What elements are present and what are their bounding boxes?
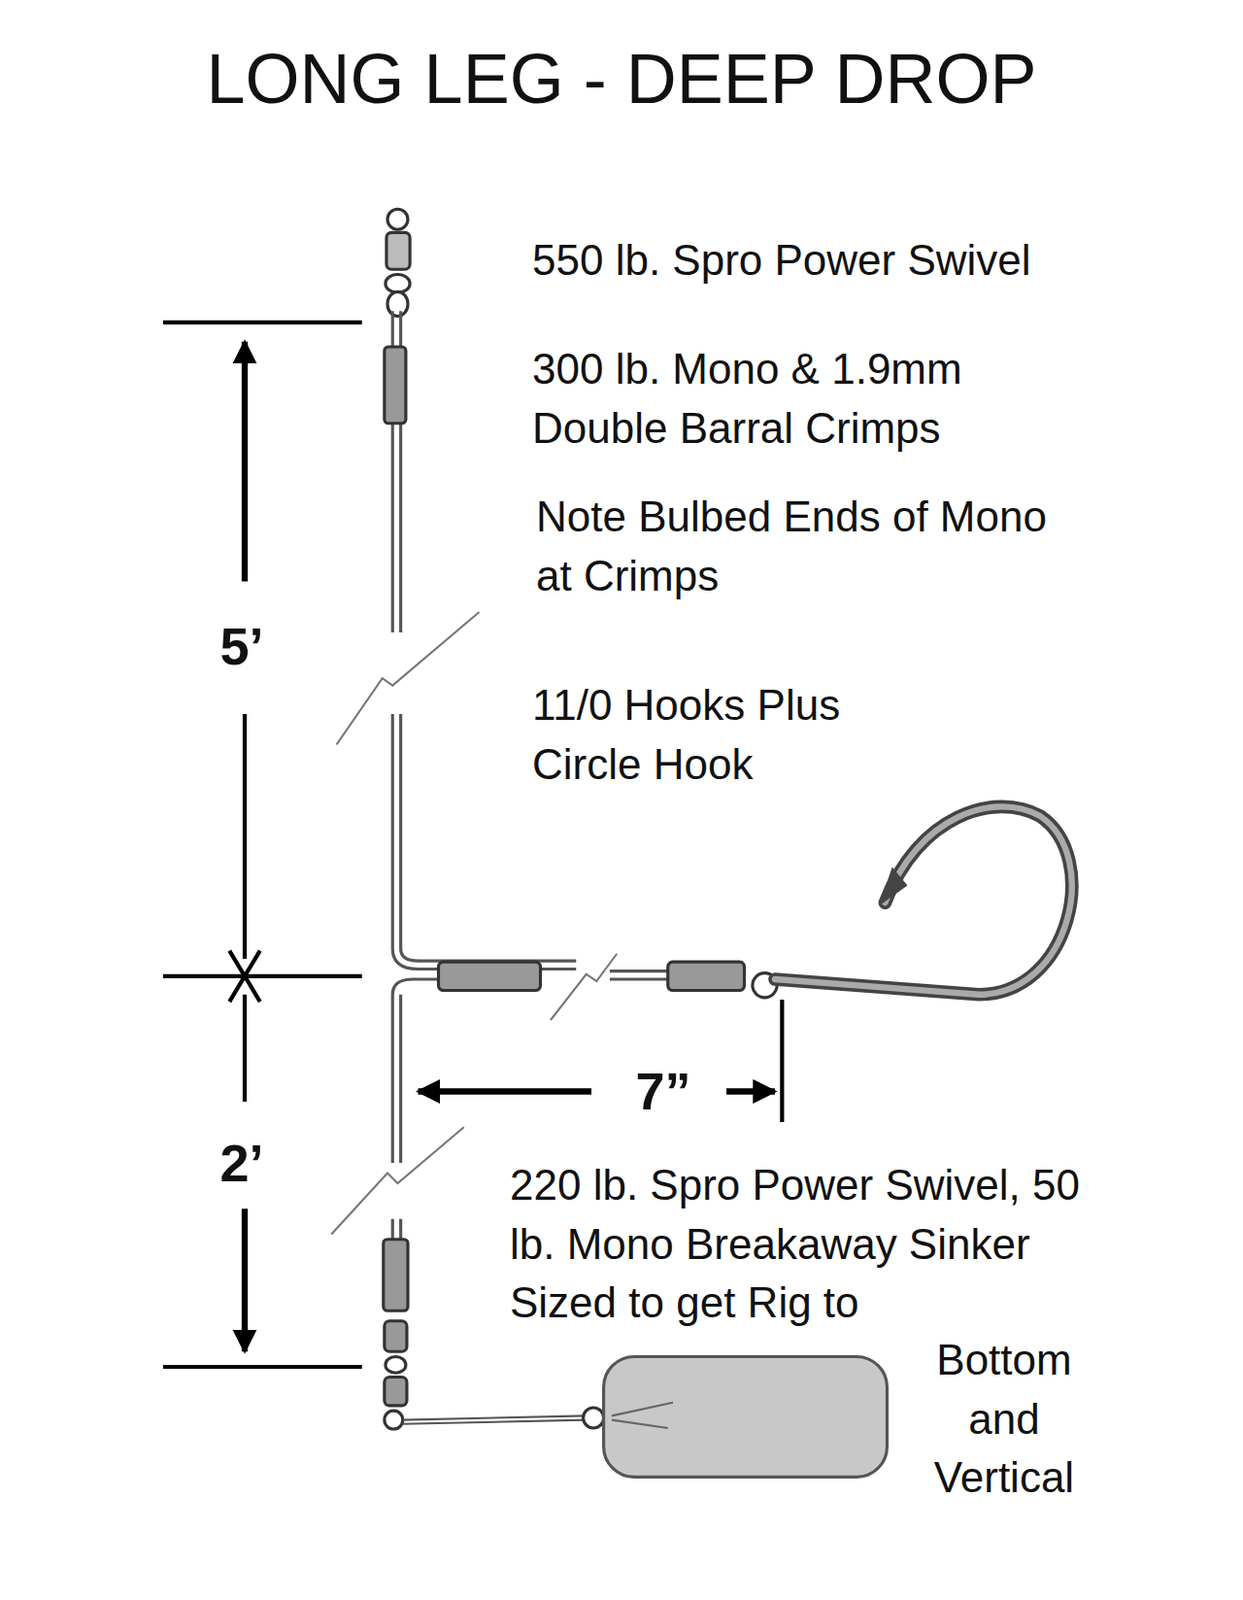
bulb-note: Note Bulbed Ends of Mono at Crimps bbox=[536, 487, 1061, 605]
sinker-note: 220 lb. Spro Power Swivel, 50 lb. Mono B… bbox=[509, 1155, 1117, 1333]
dimension-lines bbox=[163, 322, 782, 1367]
circle-hook bbox=[752, 806, 1073, 998]
dimension-value: 5’ bbox=[193, 609, 291, 683]
mono-note: 300 lb. Mono & 1.9mm Double Barral Crimp… bbox=[532, 339, 1057, 458]
dimension-value: 2’ bbox=[193, 1126, 291, 1200]
diagram-title: LONG LEG - DEEP DROP bbox=[38, 36, 1205, 121]
dimension-value: 7” bbox=[600, 1054, 727, 1128]
sinker-note: Bottom and Vertical bbox=[910, 1330, 1098, 1508]
hook-note: 11/0 Hooks Plus Circle Hook bbox=[532, 675, 941, 794]
top-swivel bbox=[385, 208, 410, 316]
swivel-note: 550 lb. Spro Power Swivel bbox=[532, 231, 1154, 291]
bottom-swivel-sinker bbox=[384, 1320, 888, 1478]
